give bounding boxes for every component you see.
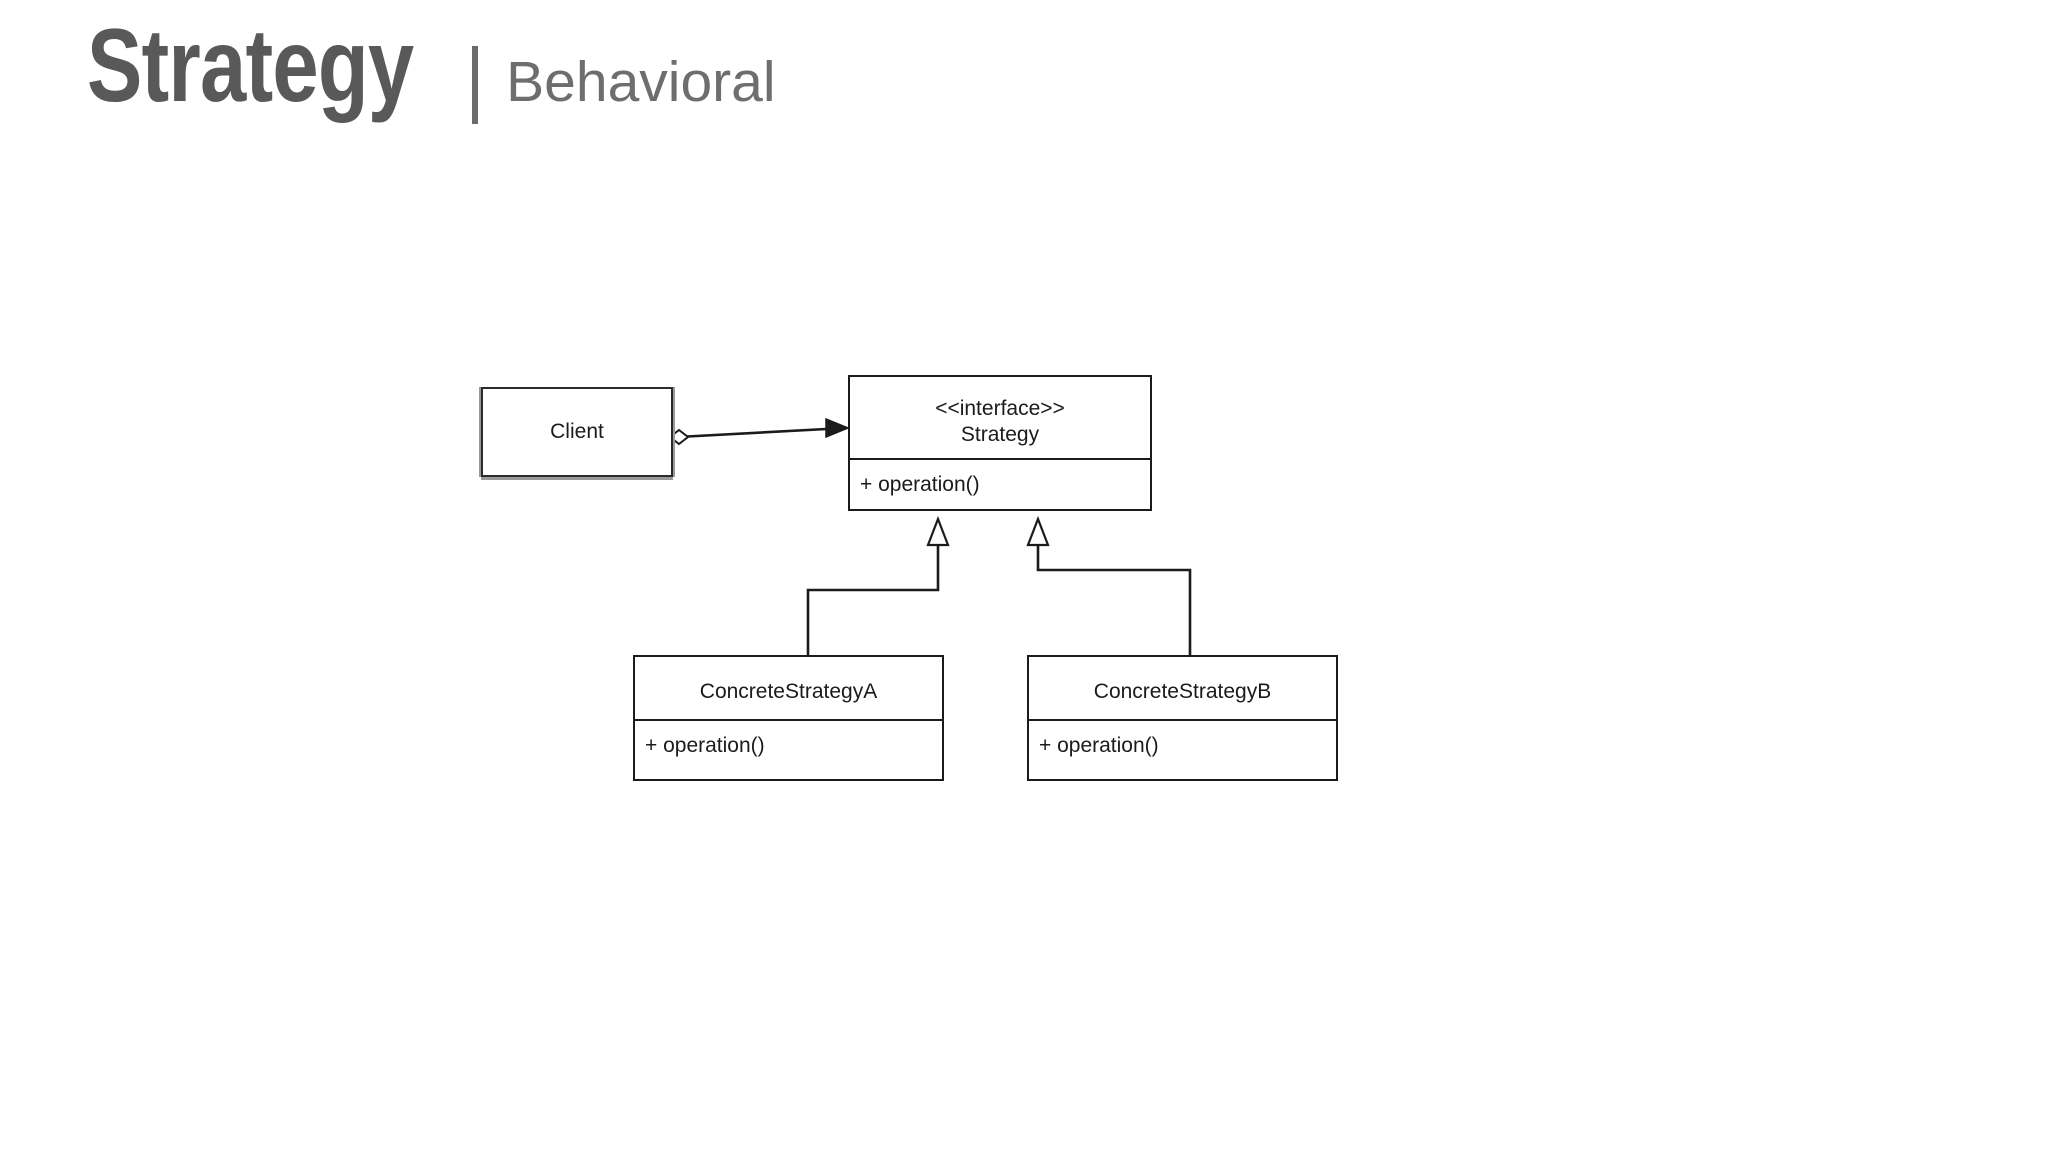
strategy-methods-compartment: + operation() (850, 458, 1150, 511)
generalization-line-b (1036, 545, 1192, 655)
strategy-name-compartment: <<interface>> Strategy (850, 377, 1150, 458)
uml-class-concrete-strategy-a[interactable]: ConcreteStrategyA + operation() (633, 655, 944, 781)
client-class-name: Client (550, 420, 604, 443)
page-header: Strategy Behavioral (46, 14, 776, 134)
concrete-a-class-name: ConcreteStrategyA (699, 680, 878, 703)
relationship-b-strategy (1026, 515, 1192, 655)
filled-arrow-marker (825, 417, 850, 439)
concrete-b-method-operation: + operation() (1039, 734, 1159, 757)
concrete-b-methods-compartment: + operation() (1029, 719, 1336, 781)
page-subtitle: Behavioral (506, 50, 776, 114)
title-divider (472, 46, 479, 124)
concrete-a-methods-compartment: + operation() (635, 719, 942, 781)
hollow-diamond-marker (668, 428, 690, 446)
strategy-method-operation: + operation() (860, 473, 980, 496)
aggregation-line (677, 426, 846, 439)
concrete-b-class-name: ConcreteStrategyB (1093, 680, 1272, 703)
strategy-stereotype: <<interface>> (935, 396, 1065, 420)
uml-class-concrete-strategy-b[interactable]: ConcreteStrategyB + operation() (1027, 655, 1338, 781)
hollow-triangle-marker-b (1026, 515, 1050, 547)
concrete-a-name-compartment: ConcreteStrategyA (635, 657, 942, 719)
hollow-triangle-marker-a (926, 515, 950, 547)
relationship-a-strategy (806, 515, 950, 655)
relationship-client-strategy (668, 417, 850, 446)
client-name-compartment: Client (483, 389, 671, 475)
uml-class-strategy[interactable]: <<interface>> Strategy + operation() (848, 375, 1152, 511)
concrete-b-name-compartment: ConcreteStrategyB (1029, 657, 1336, 719)
concrete-a-method-operation: + operation() (645, 734, 765, 757)
page-title: Strategy (86, 8, 414, 124)
uml-class-client[interactable]: Client (481, 387, 673, 477)
generalization-line-a (806, 545, 940, 655)
strategy-class-name: Strategy (960, 422, 1040, 446)
